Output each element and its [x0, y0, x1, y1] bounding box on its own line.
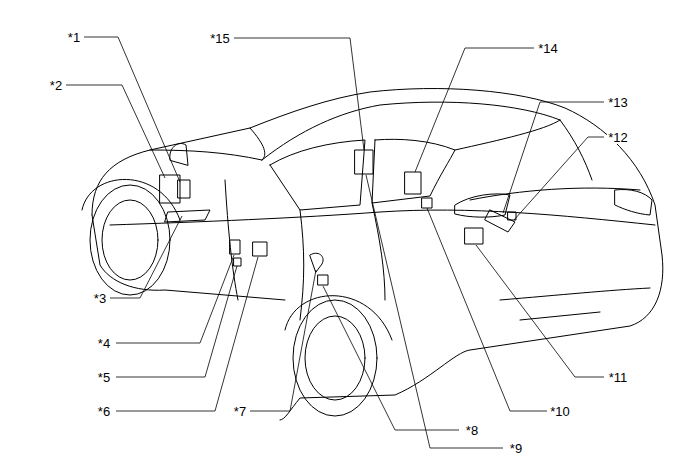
callout-number: *6 [97, 405, 111, 418]
callout-number: *11 [608, 371, 629, 384]
callout-number: *3 [93, 292, 107, 305]
callout-number: *14 [537, 42, 559, 55]
callout-number: *1 [67, 31, 81, 44]
callout-number: *13 [607, 96, 629, 109]
callout-number: *10 [549, 405, 571, 418]
callout-number: *8 [465, 424, 479, 437]
callout-number: *7 [233, 405, 247, 418]
callout-number: *12 [607, 131, 629, 144]
callout-number: *5 [97, 371, 111, 384]
callout-number: *15 [209, 32, 231, 45]
callout-number: *2 [49, 79, 63, 92]
callout-number: *4 [97, 337, 111, 350]
callout-number: *9 [509, 442, 523, 455]
